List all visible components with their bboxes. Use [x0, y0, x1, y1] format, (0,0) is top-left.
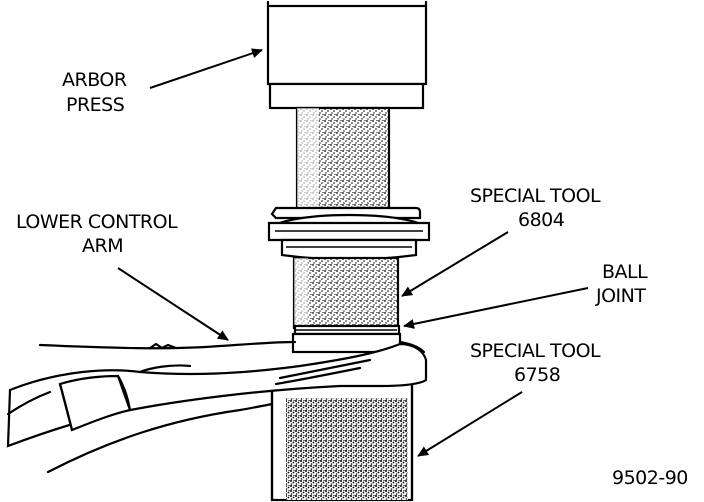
figure-number: 9502-90 — [612, 467, 688, 489]
label-arbor-press-2: PRESS — [66, 94, 124, 116]
press-cup-lower — [292, 256, 400, 330]
ball-joint — [291, 324, 402, 354]
arbor-press-ram — [266, 0, 428, 110]
label-lower-control-arm-1: LOWER CONTROL — [16, 211, 178, 233]
label-ball-joint-1: BALL — [602, 261, 648, 283]
leader-arrows — [117, 48, 589, 457]
callout-labels: ARBOR PRESS LOWER CONTROL ARM SPECIAL TO… — [16, 69, 688, 489]
label-special-tool-6804-2: 6804 — [518, 209, 565, 231]
label-lower-control-arm-2: ARM — [82, 235, 123, 257]
arbor-press-arrow — [149, 48, 263, 89]
label-special-tool-6758-2: 6758 — [514, 364, 560, 386]
special-tool-6804 — [267, 206, 431, 261]
special-tool-6758-arrow — [417, 391, 523, 457]
special-tool-6758 — [270, 376, 414, 502]
label-special-tool-6758-1: SPECIAL TOOL — [470, 340, 601, 362]
label-arbor-press-1: ARBOR — [62, 69, 127, 91]
ball-joint-arrow — [403, 287, 589, 329]
press-shaft-upper — [295, 106, 391, 210]
label-ball-joint-2: JOINT — [595, 285, 646, 307]
special-tool-6804-arrow — [401, 231, 509, 297]
lower-control-arm-arrow — [117, 267, 229, 341]
lower-control-arm — [6, 340, 428, 474]
label-special-tool-6804-1: SPECIAL TOOL — [470, 185, 601, 207]
